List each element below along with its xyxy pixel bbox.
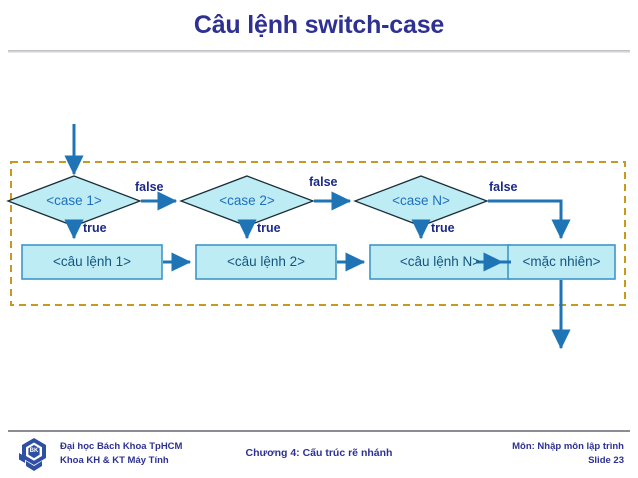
statement-1-label: <câu lệnh 1> — [52, 254, 132, 269]
footer-university-line2: Khoa KH & KT Máy Tính — [60, 455, 169, 466]
edge-label-false-1: false — [135, 180, 164, 194]
statement-n-label: <câu lệnh N> — [399, 254, 481, 269]
statement-default-label: <mặc nhiên> — [522, 254, 601, 269]
switch-group-boundary — [10, 161, 626, 306]
footer-course-info: Môn: Nhập môn lập trình Slide 23 — [512, 440, 624, 468]
edge-label-false-n: false — [489, 180, 518, 194]
edge-false-n — [488, 199, 571, 240]
switch-case-flowchart: <case 1> <case 2> <case N> <câu lệnh 1> … — [6, 124, 626, 350]
edge-label-true-2: true — [257, 221, 281, 235]
statement-box-default — [507, 244, 616, 280]
page-title: Câu lệnh switch-case — [193, 11, 445, 39]
svg-text:BK: BK — [30, 448, 39, 454]
hcmut-bk-logo: BK — [19, 438, 46, 471]
edge-label-true-n: true — [431, 221, 455, 235]
footer-chapter: Chương 4: Cấu trúc rẽ nhánh — [245, 447, 393, 459]
decision-case1-label: <case 1> — [46, 193, 102, 208]
edge-label-true-1: true — [83, 221, 107, 235]
title-divider — [8, 50, 630, 53]
footer-slide-number: Slide 23 — [588, 455, 624, 466]
footer-course: Môn: Nhập môn lập trình — [512, 441, 624, 452]
decision-case2-label: <case 2> — [219, 193, 275, 208]
footer-university: Đại học Bách Khoa TpHCM Khoa KH & KT Máy… — [60, 440, 182, 468]
statement-box-1 — [21, 244, 163, 280]
footer-divider — [8, 430, 630, 432]
footer-university-line1: Đại học Bách Khoa TpHCM — [60, 441, 183, 452]
slide-footer: BK Đại học Bách Khoa TpHCM Khoa KH & KT … — [0, 434, 638, 478]
edge-label-false-2: false — [309, 175, 338, 189]
statement-box-2 — [195, 244, 337, 280]
decision-caseN-label: <case N> — [392, 193, 450, 208]
statement-2-label: <câu lệnh 2> — [226, 254, 306, 269]
